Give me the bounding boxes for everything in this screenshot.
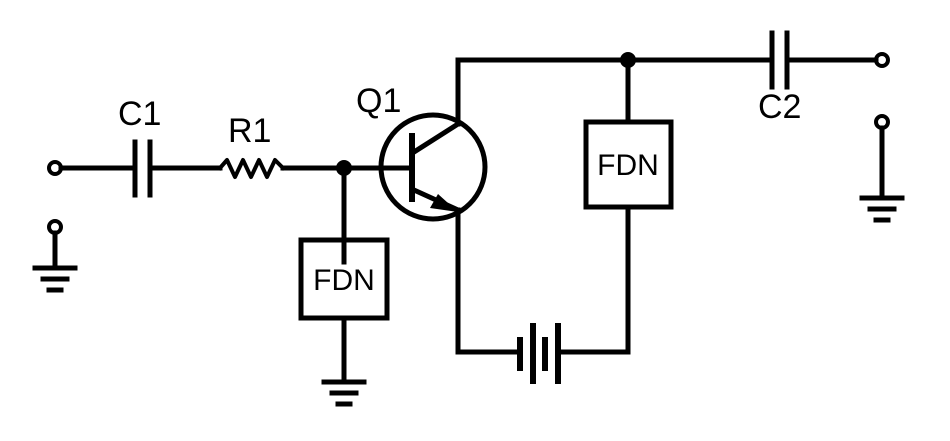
fdn-base-label: FDN <box>313 264 375 297</box>
output-ground-symbol <box>859 114 905 223</box>
q1-label: Q1 <box>356 82 401 120</box>
input-terminal <box>47 160 136 176</box>
r1-label: R1 <box>228 112 271 150</box>
capacitor-c2 <box>769 30 879 90</box>
fdn-collector-label: FDN <box>597 149 659 182</box>
c1-label: C1 <box>118 95 161 133</box>
c2-label: C2 <box>758 88 801 126</box>
output-terminal <box>874 52 890 68</box>
transistor-q1 <box>378 57 488 355</box>
fdn-box-collector: FDN <box>583 119 674 210</box>
input-ground-symbol <box>32 219 78 293</box>
battery <box>455 323 631 384</box>
capacitor-c1 <box>132 139 223 198</box>
base-ground-symbol <box>321 315 367 407</box>
